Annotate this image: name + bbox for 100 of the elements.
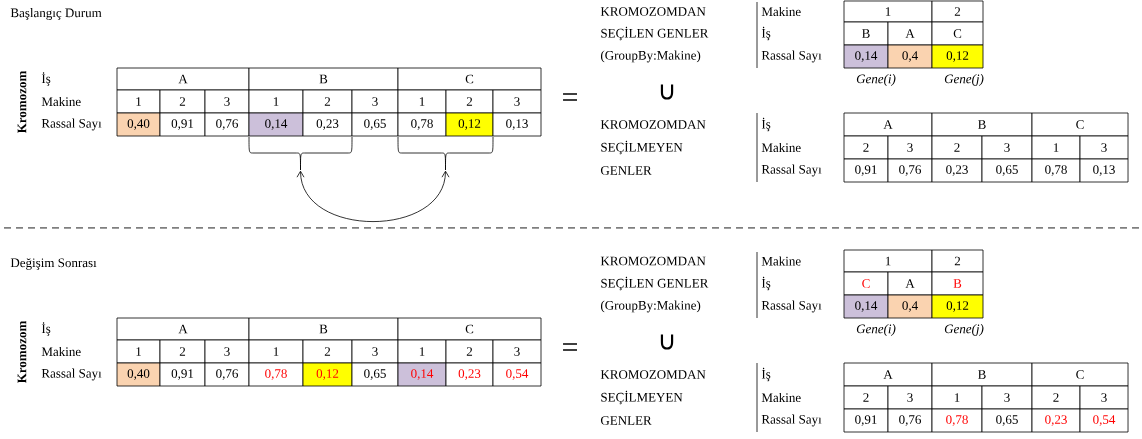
table-cell: 0,65	[351, 112, 399, 137]
row-label: KROMOZOMDAN	[600, 256, 706, 266]
brace	[397, 136, 494, 171]
brace	[248, 136, 353, 171]
table-cell: 2	[1031, 385, 1081, 410]
table-cell: 0,65	[351, 362, 399, 387]
table-cell: 0,76	[887, 408, 933, 433]
table-cell: 0,12	[302, 362, 353, 387]
table-cell: 3	[887, 135, 933, 160]
equals-sign: =	[563, 93, 577, 101]
table-cell: 0,65	[981, 408, 1033, 433]
row-label: İş	[761, 117, 771, 132]
table-cell: B	[843, 21, 889, 46]
row-label: Rassal Sayı	[41, 118, 102, 131]
row-label: Rassal Sayı	[761, 414, 822, 427]
table-cell: 0,78	[397, 112, 447, 137]
table-cell: 0,78	[1031, 158, 1081, 183]
table-cell: 2	[931, 249, 984, 273]
row-label: SEÇİLMEYEN	[601, 140, 683, 155]
row-label: İş	[761, 26, 771, 41]
row-label: İş	[41, 322, 51, 336]
row-label: Rassal Sayı	[41, 368, 102, 381]
table-cell: C	[1031, 112, 1129, 137]
table-cell: 0,91	[843, 408, 889, 433]
table-cell: 3	[1079, 135, 1129, 160]
row-label: Rassal Sayı	[761, 300, 822, 313]
table-cell: A	[843, 112, 933, 137]
row-label: KROMOZOMDAN	[600, 370, 706, 379]
row-heading: Kromozom	[17, 320, 27, 384]
table-cell: 0,54	[492, 362, 542, 387]
row-heading: Kromozom	[17, 70, 27, 134]
row-label: Makine	[761, 6, 801, 17]
section-heading: Başlangıç Durum	[10, 8, 102, 20]
row-label: SEÇİLEN GENLER	[601, 26, 709, 41]
table-cell: 3	[492, 89, 542, 114]
table-cell: 1	[248, 89, 304, 114]
gene-label: Gene(j)	[944, 324, 984, 336]
table-cell: 0,4	[887, 44, 933, 69]
row-label: İş	[761, 367, 771, 382]
gene-label: Gene(i)	[856, 74, 896, 86]
table-cell: B	[931, 271, 984, 296]
table-cell: 0,78	[931, 408, 983, 433]
table-cell: 1	[1031, 135, 1081, 160]
table-cell: 0,23	[931, 158, 983, 183]
row-label: KROMOZOMDAN	[600, 7, 706, 16]
table-cell: 0,23	[1031, 408, 1081, 433]
table-cell: 0,14	[248, 112, 304, 137]
table-cell: 3	[492, 339, 542, 364]
table-cell: 2	[843, 135, 889, 160]
table-cell: A	[887, 271, 933, 296]
union-symbol: ∪	[660, 84, 674, 100]
row-label: Makine	[41, 346, 81, 357]
equals-sign: =	[563, 343, 577, 351]
table-cell: 3	[887, 385, 933, 410]
row-label: (GroupBy:Makine)	[600, 50, 701, 63]
table-cell: C	[1031, 362, 1129, 387]
table-cell: 0,4	[887, 294, 933, 319]
table-cell: 0,12	[931, 44, 984, 69]
table-cell: 3	[351, 89, 399, 114]
table-cell: B	[931, 112, 1033, 137]
table-cell: 3	[204, 339, 250, 364]
row-label: Makine	[761, 392, 801, 403]
table-cell: B	[931, 362, 1033, 387]
table-cell: 0,91	[843, 158, 889, 183]
table-cell: 0,13	[492, 112, 542, 137]
table-cell: 0,13	[1079, 158, 1129, 183]
table-cell: 0,40	[116, 112, 161, 137]
row-label: SEÇİLEN GENLER	[601, 276, 709, 291]
table-cell: 3	[981, 135, 1033, 160]
swap-arrow	[296, 170, 450, 222]
row-label: KROMOZOMDAN	[600, 120, 706, 129]
table-cell: 0,14	[843, 44, 889, 69]
table-cell: 2	[931, 0, 984, 23]
gene-label: Gene(j)	[944, 74, 984, 86]
table-cell: 3	[204, 89, 250, 114]
table-cell: 0,12	[445, 112, 494, 137]
table-cell: 3	[981, 385, 1033, 410]
table-cell: 1	[931, 385, 983, 410]
table-cell: C	[843, 271, 889, 296]
table-cell: 0,12	[931, 294, 984, 319]
gene-label: Gene(i)	[856, 324, 896, 336]
row-label: Makine	[761, 256, 801, 266]
table-cell: 0,76	[204, 362, 250, 387]
table-cell: 0,65	[981, 158, 1033, 183]
table-cell: 0,76	[887, 158, 933, 183]
table-cell: 0,23	[302, 112, 353, 137]
table-cell: 0,23	[445, 362, 494, 387]
table-cell: 0,14	[397, 362, 447, 387]
row-label: (GroupBy:Makine)	[600, 300, 701, 313]
row-label: İş	[41, 72, 51, 86]
table-cell: 0,91	[159, 112, 206, 137]
table-cell: A	[887, 21, 933, 46]
row-label: Rassal Sayı	[761, 50, 822, 63]
table-cell: 3	[351, 339, 399, 364]
row-label: Makine	[761, 142, 801, 153]
table-cell: A	[843, 362, 933, 387]
table-cell: 1	[843, 0, 933, 23]
union-symbol: ∪	[660, 334, 674, 350]
table-cell: 1	[843, 249, 933, 273]
table-cell: 2	[843, 385, 889, 410]
